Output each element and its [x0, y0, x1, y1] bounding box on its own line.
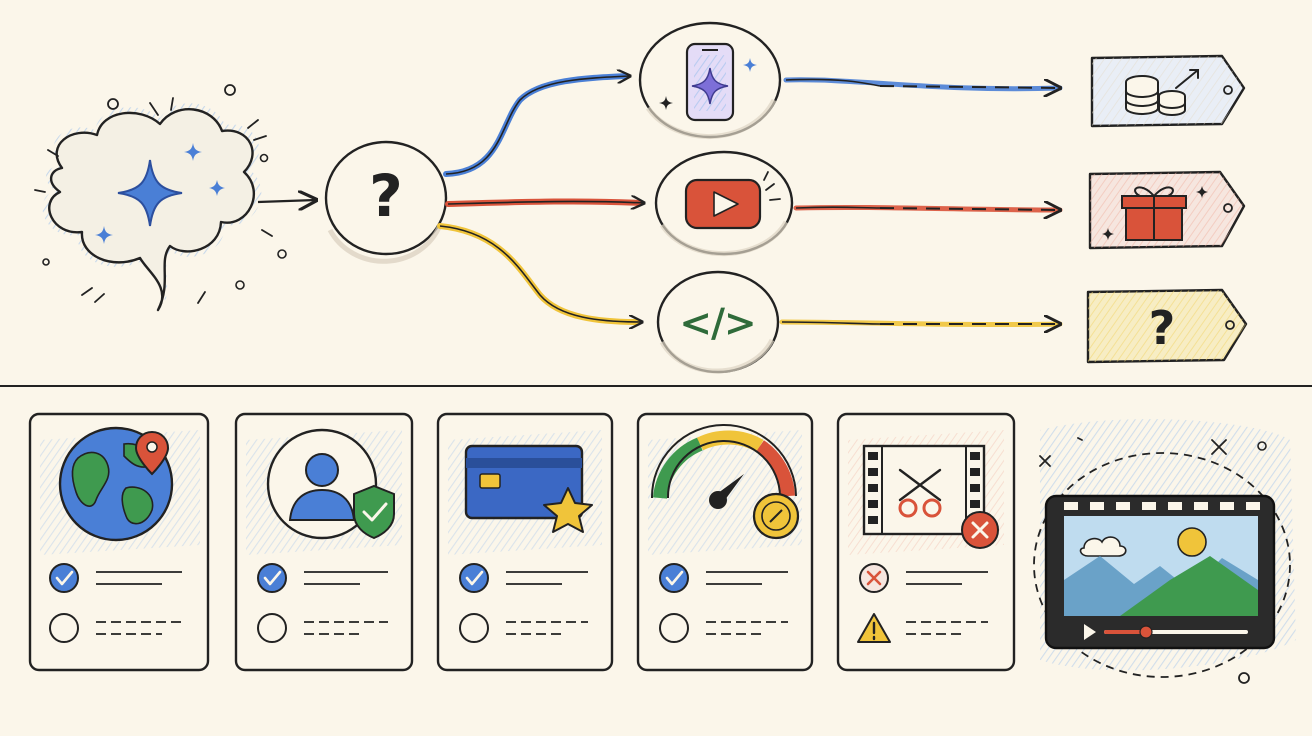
gift-icon [1102, 186, 1208, 241]
hub-question-mark: ? [369, 162, 403, 230]
card-globe [28, 412, 210, 672]
question-icon: ? [1149, 301, 1176, 355]
thought-cloud [34, 84, 287, 312]
user-shield-icon [266, 428, 395, 540]
tag-connectors [779, 77, 1063, 324]
question-hub-node: ? [324, 140, 448, 264]
video-player-landscape-icon [1044, 494, 1276, 650]
code-brackets-icon: </> [680, 301, 756, 345]
tag-gift [1088, 170, 1246, 250]
featured-video-player [1033, 419, 1296, 684]
cloud-to-hub-arrow [257, 200, 316, 202]
tag-coins [1090, 54, 1246, 128]
node-code: </> [656, 270, 780, 374]
branch-arrows [437, 73, 644, 325]
tag-question: ? [1086, 288, 1248, 364]
credit-card-star-icon [464, 444, 593, 533]
feature-cards [28, 412, 1016, 672]
speedometer-coin-icon [650, 424, 800, 540]
branch-arrow-blue [443, 73, 629, 177]
card-film-scissors [836, 412, 1016, 672]
node-phone [638, 21, 782, 140]
sparkle-icon [117, 159, 183, 227]
node-video [654, 150, 794, 257]
flow-diagram: ? [34, 21, 1248, 374]
card-speedometer [636, 412, 814, 672]
video-play-icon [684, 171, 781, 230]
card-user-shield [234, 412, 414, 672]
phone-sparkle-icon [659, 42, 757, 122]
card-credit-card [436, 412, 614, 672]
film-scissors-error-icon [862, 444, 999, 549]
coins-growth-icon [1125, 69, 1199, 116]
globe-location-icon [58, 426, 174, 542]
branch-arrow-yellow [437, 223, 641, 325]
